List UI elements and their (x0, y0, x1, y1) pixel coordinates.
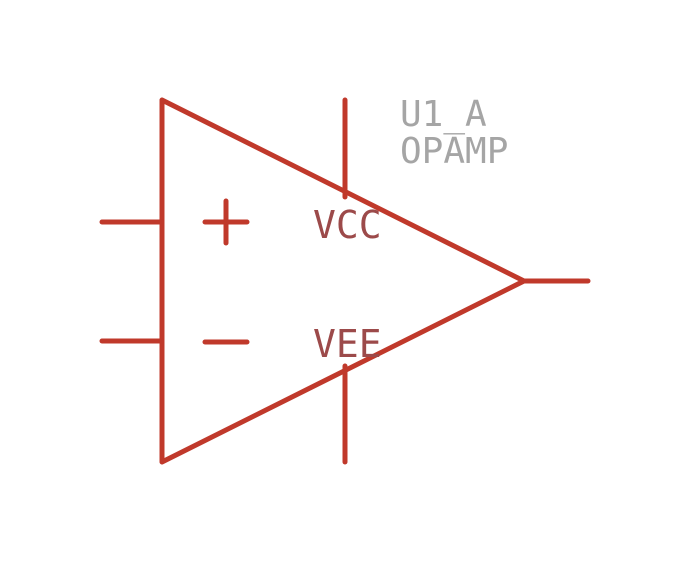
component-reference-label: U1_A (400, 94, 487, 135)
vee-pin-label: VEE (313, 322, 382, 366)
component-value-label: OPAMP (400, 131, 508, 172)
vcc-pin-label: VCC (313, 203, 382, 247)
